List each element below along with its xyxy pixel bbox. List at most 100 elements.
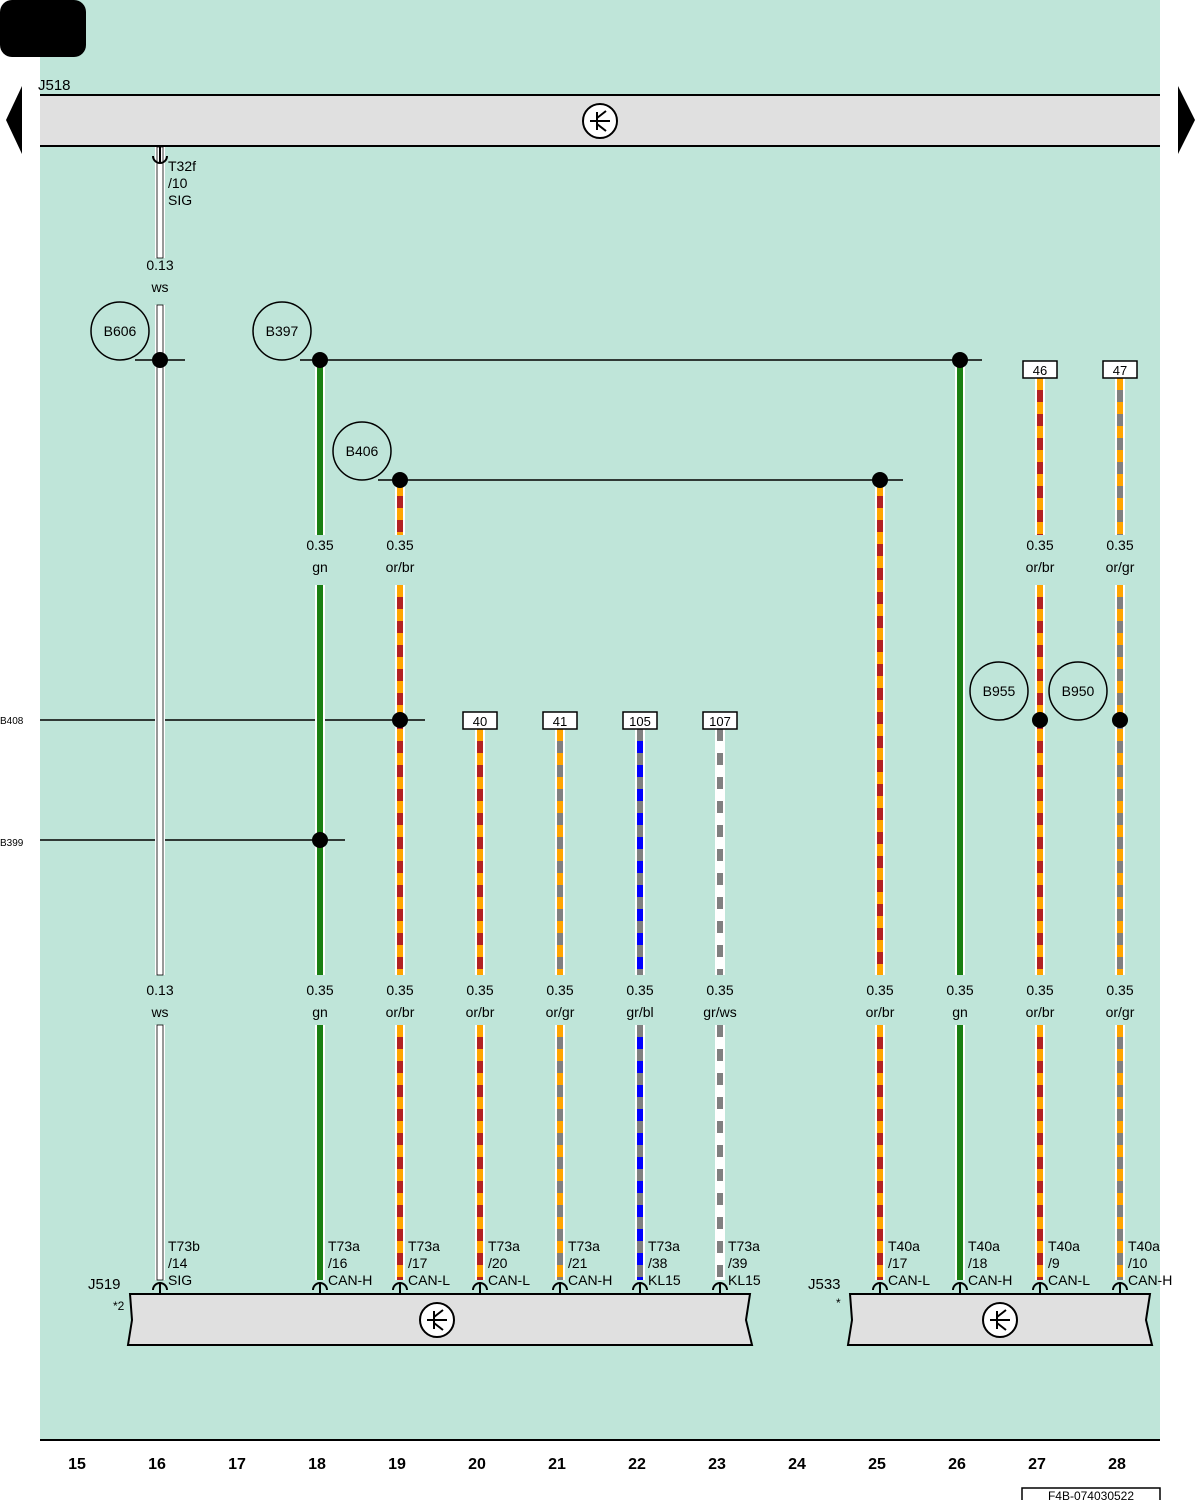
connector-pin-icon [392, 1282, 408, 1294]
wire-color-label: gn [312, 1004, 328, 1020]
wire-col-23-seg-0 [715, 729, 725, 975]
wire-col-16-seg-2 [155, 1024, 165, 1281]
wire-col-19-seg-2 [395, 1025, 405, 1280]
pin-label: /9 [1048, 1255, 1060, 1271]
wire-col-25-seg-1 [875, 1025, 885, 1280]
connector-pin-icon [872, 1282, 888, 1294]
wire-col-22-seg-0 [635, 729, 645, 975]
column-number-24: 24 [788, 1456, 806, 1473]
connector-pin-icon [1112, 1282, 1128, 1294]
column-number-22: 22 [628, 1456, 646, 1473]
terminal-box-46: 46 [1022, 360, 1058, 379]
pin-label: T40a [888, 1238, 920, 1254]
terminal-box-41: 41 [542, 711, 578, 730]
column-number-23: 23 [708, 1456, 726, 1473]
wire-col-27-seg-2 [1035, 1025, 1045, 1280]
wire-size-label: 0.13 [146, 982, 173, 998]
wire-size-label: 0.35 [706, 982, 733, 998]
connector-pin-icon [952, 1282, 968, 1294]
wire-size-label: 0.35 [946, 982, 973, 998]
next-page-arrow-icon[interactable] [1178, 86, 1195, 154]
pin-label: T40a [968, 1238, 1000, 1254]
pin-label: CAN-H [328, 1272, 372, 1288]
pin-label: T40a [1128, 1238, 1160, 1254]
component-note-j519: *2 [113, 1299, 125, 1313]
ground-point-b406: B406 [332, 421, 392, 481]
pin-label: /17 [408, 1255, 428, 1271]
wires-layer [155, 146, 1125, 1281]
wire-col-25-seg-0 [875, 484, 885, 975]
connector-pin-icon [152, 1282, 168, 1294]
terminal-label: 107 [709, 714, 731, 729]
pin-label: T32f [168, 158, 196, 174]
pin-label: T73a [408, 1238, 440, 1254]
previous-page-arrow-icon[interactable] [6, 86, 22, 154]
wire-color-label: or/br [1026, 1004, 1055, 1020]
pin-label: /38 [648, 1255, 668, 1271]
svg-text:B397: B397 [266, 323, 299, 339]
component-label-j533: J533 [808, 1276, 841, 1293]
wire-size-label: 0.35 [866, 982, 893, 998]
wire-col-27-seg-0 [1035, 378, 1045, 535]
wire-col-26-seg-1 [955, 1025, 965, 1280]
terminal-label: 40 [473, 714, 487, 729]
ground-point-b950: B950 [1048, 661, 1108, 721]
wire-col-19-seg-1 [395, 585, 405, 975]
wire-col-22-seg-1 [635, 1025, 645, 1280]
wire-size-label: 0.35 [1106, 537, 1133, 553]
wire-color-label: gn [952, 1004, 968, 1020]
terminal-box-47: 47 [1102, 360, 1138, 379]
column-number-27: 27 [1028, 1456, 1046, 1473]
terminal-box-105: 105 [622, 711, 658, 730]
wire-color-label: or/gr [546, 1004, 575, 1020]
pin-label: /20 [488, 1255, 508, 1271]
transistor-symbol-icon [582, 103, 618, 139]
column-number-21: 21 [548, 1456, 566, 1473]
connector-pin-icon [552, 1282, 568, 1294]
wire-size-label: 0.35 [466, 982, 493, 998]
pin-label: T73a [568, 1238, 600, 1254]
side-label-b399: B399 [0, 838, 24, 849]
wire-col-28-seg-1 [1115, 585, 1125, 975]
pin-label: CAN-H [968, 1272, 1012, 1288]
svg-text:B950: B950 [1062, 683, 1095, 699]
svg-text:B606: B606 [104, 323, 137, 339]
wire-col-20-seg-0 [475, 729, 485, 975]
pin-label: T40a [1048, 1238, 1080, 1254]
wire-size-label: 0.35 [546, 982, 573, 998]
wire-col-21-seg-1 [555, 1025, 565, 1280]
connector-pin-icon [712, 1282, 728, 1294]
wire-color-label: or/br [466, 1004, 495, 1020]
pin-label: /10 [168, 175, 188, 191]
terminal-label: 47 [1113, 363, 1127, 378]
pin-label: T73a [488, 1238, 520, 1254]
pin-label: /10 [1128, 1255, 1148, 1271]
terminal-label: 105 [629, 714, 651, 729]
column-number-15: 15 [68, 1456, 86, 1473]
wire-col-18-seg-1 [315, 585, 325, 975]
pin-label: KL15 [648, 1272, 681, 1288]
wire-size-label: 0.35 [386, 982, 413, 998]
component-label-j519: J519 [88, 1276, 121, 1293]
connector-pin-icon [1032, 1282, 1048, 1294]
connector-pin-icon [152, 147, 168, 164]
wire-color-label: gr/bl [626, 1004, 653, 1020]
wire-color-label: or/br [386, 1004, 415, 1020]
svg-text:B406: B406 [346, 443, 379, 459]
wire-size-label: 0.35 [1106, 982, 1133, 998]
pin-label: /14 [168, 1255, 188, 1271]
ground-point-b606: B606 [90, 301, 150, 361]
junction-dots [152, 352, 1128, 848]
side-label-b408: B408 [0, 716, 24, 727]
transistor-symbol-icon [419, 1302, 455, 1338]
footer-code: F4B-074030522 [1048, 1489, 1134, 1500]
column-number-20: 20 [468, 1456, 486, 1473]
component-note-j533: * [836, 1296, 841, 1310]
wire-color-label: or/br [1026, 559, 1055, 575]
connector-pin-icon [312, 1282, 328, 1294]
pin-label: CAN-L [888, 1272, 930, 1288]
wire-col-18-seg-0 [315, 364, 325, 535]
column-number-28: 28 [1108, 1456, 1126, 1473]
page-tab [0, 0, 86, 57]
